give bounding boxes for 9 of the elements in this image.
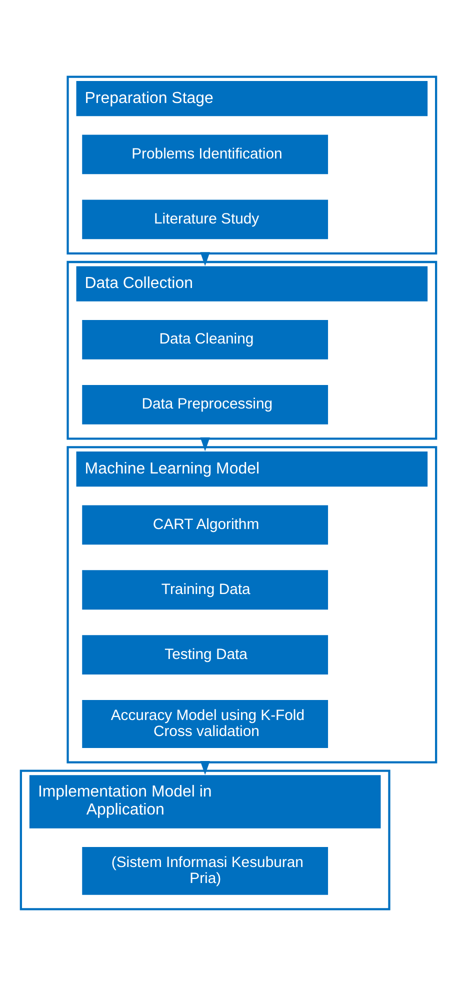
node-box: Problems Identification <box>82 134 328 174</box>
node-box: Testing Data <box>82 634 328 674</box>
node-box: Literature Study <box>82 199 328 239</box>
node-box: Training Data <box>82 570 328 610</box>
node-box: Data Preprocessing <box>82 384 328 424</box>
node-box: (Sistem Informasi Kesuburan Pria) <box>82 846 328 894</box>
node-box: Data Cleaning <box>82 320 328 359</box>
node-box: Accuracy Model using K-Fold Cross validation <box>82 700 328 748</box>
node-box: CART Algorithm <box>82 504 328 544</box>
